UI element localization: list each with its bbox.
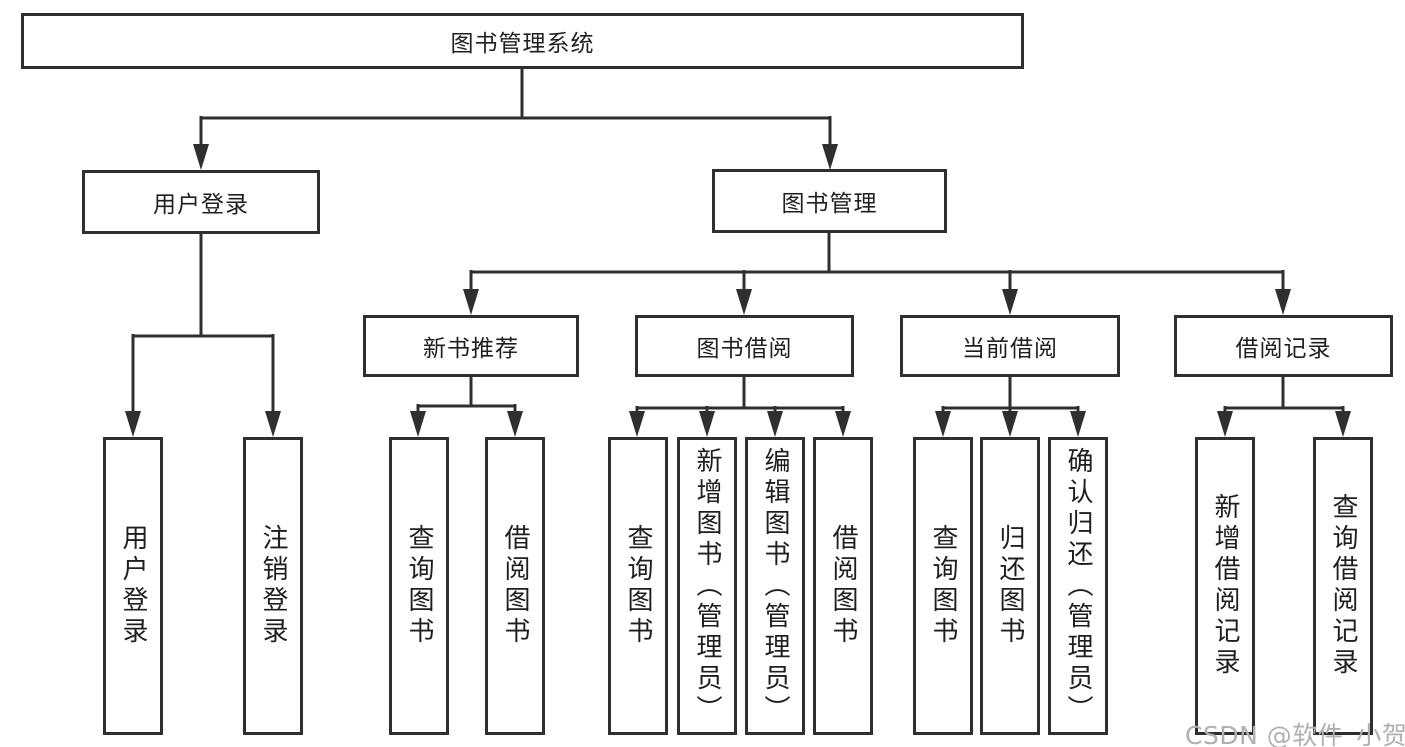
node-borrow-records: 借阅记录 <box>1174 315 1393 377</box>
node-current-borrow: 当前借阅 <box>900 315 1120 377</box>
leaf-query-borrow-record: 查询借阅记录 <box>1313 437 1373 735</box>
arrow-down-icon <box>125 411 141 437</box>
arrow-down-icon <box>835 411 851 437</box>
node-user-login: 用户登录 <box>82 170 320 234</box>
connector-current-borrow-children <box>941 377 1080 416</box>
node-root: 图书管理系统 <box>21 13 1024 69</box>
arrow-down-icon <box>507 411 523 437</box>
leaf-edit-book-admin: 编辑图书（管理员） <box>745 437 805 735</box>
arrow-down-icon <box>699 411 715 437</box>
connector-borrow-records-children <box>1223 377 1345 416</box>
connector-book-borrow-children <box>635 377 845 416</box>
leaf-confirm-return-admin: 确认归还（管理员） <box>1048 437 1108 735</box>
connector-book-mgmt-to-level3 <box>469 233 1285 294</box>
arrow-down-icon <box>1002 411 1018 437</box>
node-book-management: 图书管理 <box>712 169 947 233</box>
leaf-borrow-books-recommend: 借阅图书 <box>485 437 545 735</box>
connector-user-login-children <box>131 234 275 416</box>
leaf-query-books-current: 查询图书 <box>913 437 973 735</box>
arrow-down-icon <box>1217 411 1233 437</box>
arrowheads <box>125 144 1351 437</box>
leaf-return-book: 归还图书 <box>980 437 1040 735</box>
arrow-down-icon <box>629 411 645 437</box>
leaf-borrow-books: 借阅图书 <box>813 437 873 735</box>
connector-new-book-children <box>416 377 517 416</box>
leaf-add-book-admin: 新增图书（管理员） <box>677 437 737 735</box>
arrow-down-icon <box>767 411 783 437</box>
watermark: CSDN @软件_小贺同学 <box>1185 721 1405 747</box>
leaf-add-borrow-record: 新增借阅记录 <box>1195 437 1255 735</box>
leaf-query-books-recommend: 查询图书 <box>389 437 449 735</box>
arrow-down-icon <box>1275 289 1291 315</box>
arrow-down-icon <box>1002 289 1018 315</box>
arrow-down-icon <box>935 411 951 437</box>
arrow-down-icon <box>463 289 479 315</box>
leaf-query-books-borrow: 查询图书 <box>608 437 668 735</box>
arrow-down-icon <box>1335 411 1351 437</box>
arrow-down-icon <box>265 411 281 437</box>
arrow-down-icon <box>736 289 752 315</box>
arrow-down-icon <box>410 411 426 437</box>
leaf-user-login: 用户登录 <box>103 437 163 735</box>
arrow-down-icon <box>193 144 209 170</box>
node-book-borrow: 图书借阅 <box>635 315 854 377</box>
node-new-book-recommend: 新书推荐 <box>363 315 579 377</box>
arrow-down-icon <box>1070 411 1086 437</box>
leaf-logout: 注销登录 <box>243 437 303 735</box>
connector-root-to-level2 <box>199 69 832 150</box>
arrow-down-icon <box>822 144 838 170</box>
